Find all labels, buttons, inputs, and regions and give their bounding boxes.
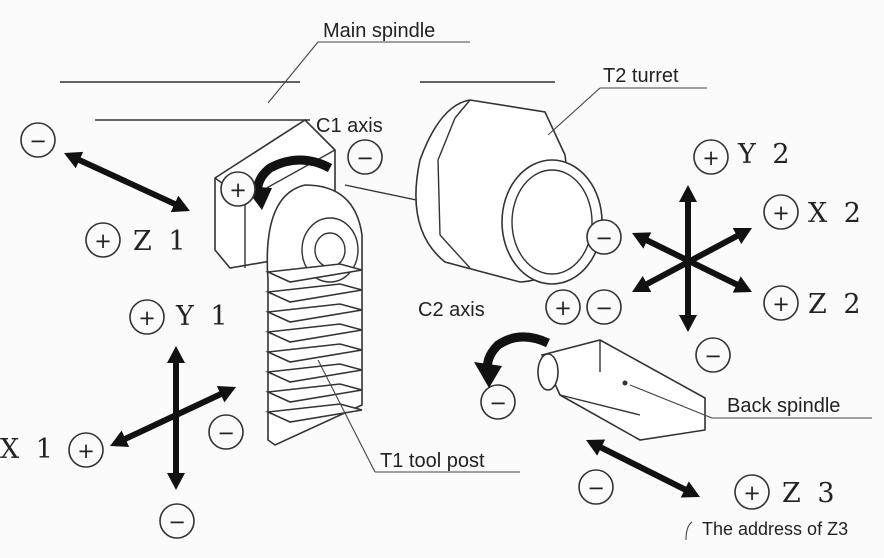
y2-plus-sign: + — [693, 139, 729, 175]
back-spindle-body — [537, 339, 706, 441]
svg-text:+: + — [743, 481, 761, 505]
svg-text:+: + — [772, 201, 790, 225]
svg-text:−: − — [595, 226, 613, 250]
y1-plus-sign: + — [129, 299, 165, 335]
svg-text:−: − — [168, 510, 186, 534]
svg-text:+: + — [702, 146, 720, 170]
tool-post-fin — [265, 283, 363, 303]
z1-plus-sign: + — [85, 222, 121, 258]
main-spindle-label: Main spindle — [323, 20, 435, 42]
x2-arrow — [632, 228, 752, 292]
svg-text:−: − — [356, 146, 374, 170]
x1-arrow — [110, 386, 236, 447]
svg-text:+: + — [138, 306, 156, 330]
t1-tool-post-label: T1 tool post — [380, 450, 485, 472]
z2-axis-label: Z 2 — [808, 289, 865, 320]
c1-axis-label: C1 axis — [316, 115, 383, 137]
z3-plus-sign: + — [734, 474, 770, 510]
x2-plus-sign: + — [763, 194, 799, 230]
y1-axis-label: Y 1 — [175, 301, 232, 332]
tool-post-fin — [265, 383, 363, 403]
y2-minus-sign: − — [695, 337, 731, 373]
tool-post-fin — [265, 363, 363, 383]
svg-text:+: + — [94, 229, 112, 253]
tool-post-fin — [265, 303, 363, 323]
y1-minus-sign: − — [159, 503, 195, 539]
z1-minus-sign: − — [20, 122, 56, 158]
svg-text:+: + — [554, 296, 572, 320]
z1-axis-label: Z 1 — [133, 226, 190, 257]
c2-axis-label: C2 axis — [418, 299, 485, 321]
t2-turret — [344, 81, 603, 285]
x2-axis-label: X 2 — [808, 198, 865, 229]
t1-tool-post — [265, 184, 363, 446]
tool-post-fin — [265, 323, 363, 343]
tool-post-fin — [265, 343, 363, 363]
svg-text:−: − — [489, 391, 507, 415]
svg-text:−: − — [595, 296, 613, 320]
svg-text:−: − — [217, 421, 235, 445]
c2-rotation-arrow — [474, 332, 550, 388]
sign-markers: −++−++−−++−++−−−−+ — [20, 122, 799, 539]
c2-minus-sign: − — [480, 384, 516, 420]
c1-minus-sign: − — [347, 139, 383, 175]
svg-text:+: + — [77, 439, 95, 463]
svg-text:+: + — [229, 178, 247, 202]
z1-arrow — [64, 151, 190, 213]
motion-arrows — [64, 151, 752, 498]
t2-turret-label: T2 turret — [603, 65, 679, 87]
z3-minus-sign: − — [578, 469, 614, 505]
y2-axis-label: Y 2 — [737, 139, 794, 170]
back-spindle-label: Back spindle — [727, 395, 840, 417]
svg-text:+: + — [772, 292, 790, 316]
x1-minus-sign: − — [208, 414, 244, 450]
x1-axis-label: X 1 — [0, 434, 57, 465]
z2-minus-sign: − — [586, 289, 622, 325]
z3-address-note: The address of Z3 — [702, 519, 848, 539]
z3-axis-label: Z 3 — [782, 478, 839, 509]
z2-plus-sign: + — [763, 285, 799, 321]
z3-arrow — [586, 439, 700, 498]
tool-post-fin — [265, 263, 363, 283]
svg-text:−: − — [704, 344, 722, 368]
c2-plus-sign: + — [545, 289, 581, 325]
tool-post-fin — [265, 403, 363, 423]
x2-minus-sign: − — [586, 219, 622, 255]
svg-text:−: − — [29, 129, 47, 153]
leader-lines — [267, 41, 872, 541]
x1-plus-sign: + — [68, 432, 104, 468]
svg-text:−: − — [587, 476, 605, 500]
c1-plus-sign: + — [220, 171, 256, 207]
